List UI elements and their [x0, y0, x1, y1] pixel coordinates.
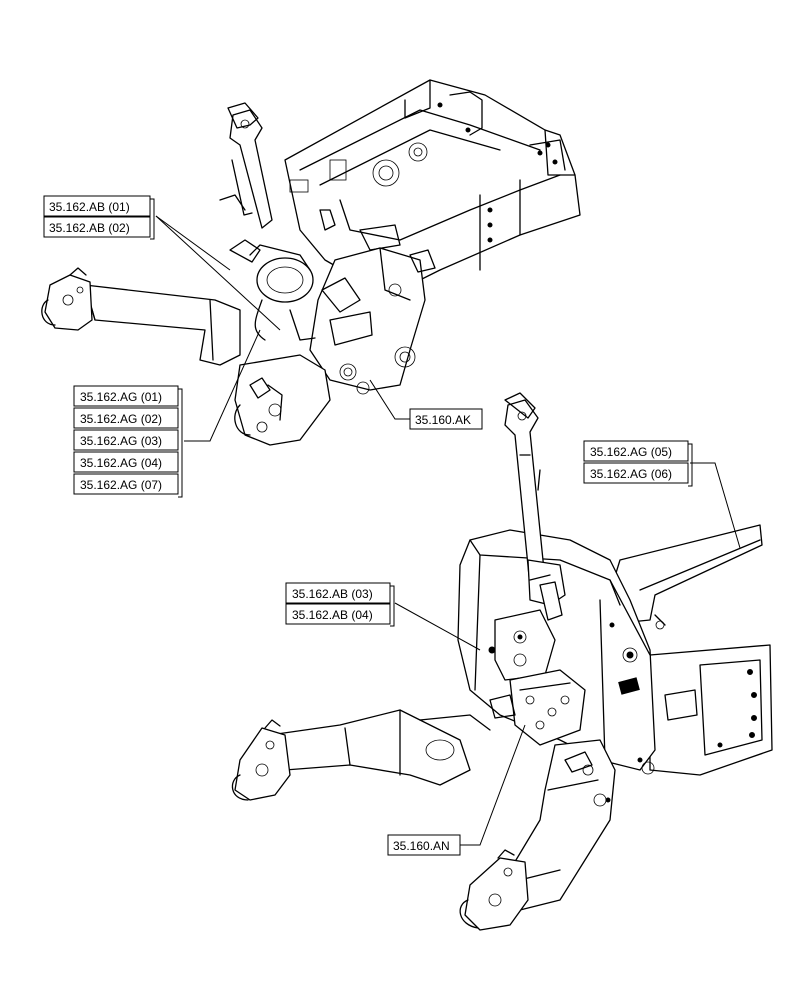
callout-35-162-ag-04[interactable] [73, 451, 179, 473]
callout-35-162-ab-02[interactable] [43, 216, 151, 238]
callout-label: 35.162.AG (01) [80, 390, 162, 404]
callout-35-162-ag-07[interactable] [73, 473, 179, 495]
leader-lines [155, 215, 741, 846]
callout-label: 35.162.AB (03) [292, 587, 373, 601]
callout-35-162-ag-06[interactable] [583, 462, 689, 484]
callout-group-ab-03-04: 35.162.AB (03) 35.162.AB (04) [285, 582, 395, 627]
callout-label: 35.162.AG (04) [80, 456, 162, 470]
callout-label: 35.162.AB (04) [292, 608, 373, 622]
callout-group-an: 35.160.AN [387, 834, 461, 856]
callout-35-162-ag-03[interactable] [73, 429, 179, 451]
callout-35-162-ag-02[interactable] [73, 407, 179, 429]
callout-35-160-ak[interactable] [409, 408, 483, 430]
callout-35-162-ab-01[interactable] [43, 195, 151, 217]
callout-label: 35.162.AG (06) [590, 467, 672, 481]
callout-group-ab-01-02: 35.162.AB (01) 35.162.AB (02) [43, 195, 155, 240]
callout-35-160-an[interactable] [387, 834, 461, 856]
callout-label: 35.162.AG (03) [80, 434, 162, 448]
callout-label: 35.162.AB (01) [49, 200, 130, 214]
callout-label: 35.160.AK [415, 413, 471, 427]
callout-group-ag-05-06: 35.162.AG (05) 35.162.AG (06) [583, 440, 693, 487]
callout-group-ak: 35.160.AK [409, 408, 483, 430]
callout-35-162-ab-04[interactable] [285, 603, 391, 625]
callout-label: 35.162.AB (02) [49, 221, 130, 235]
callout-label: 35.162.AG (05) [590, 445, 672, 459]
callout-35-162-ag-05[interactable] [583, 440, 689, 462]
callout-label: 35.162.AG (02) [80, 412, 162, 426]
callout-label: 35.160.AN [393, 839, 450, 853]
callout-label: 35.162.AG (07) [80, 478, 162, 492]
lower-hitch-assembly [231, 392, 773, 931]
callout-35-162-ab-03[interactable] [285, 582, 391, 604]
callout-group-ag-01-07: 35.162.AG (01) 35.162.AG (02) 35.162.AG … [73, 385, 183, 498]
callout-35-162-ag-01[interactable] [73, 385, 179, 407]
upper-hitch-assembly [41, 79, 581, 446]
